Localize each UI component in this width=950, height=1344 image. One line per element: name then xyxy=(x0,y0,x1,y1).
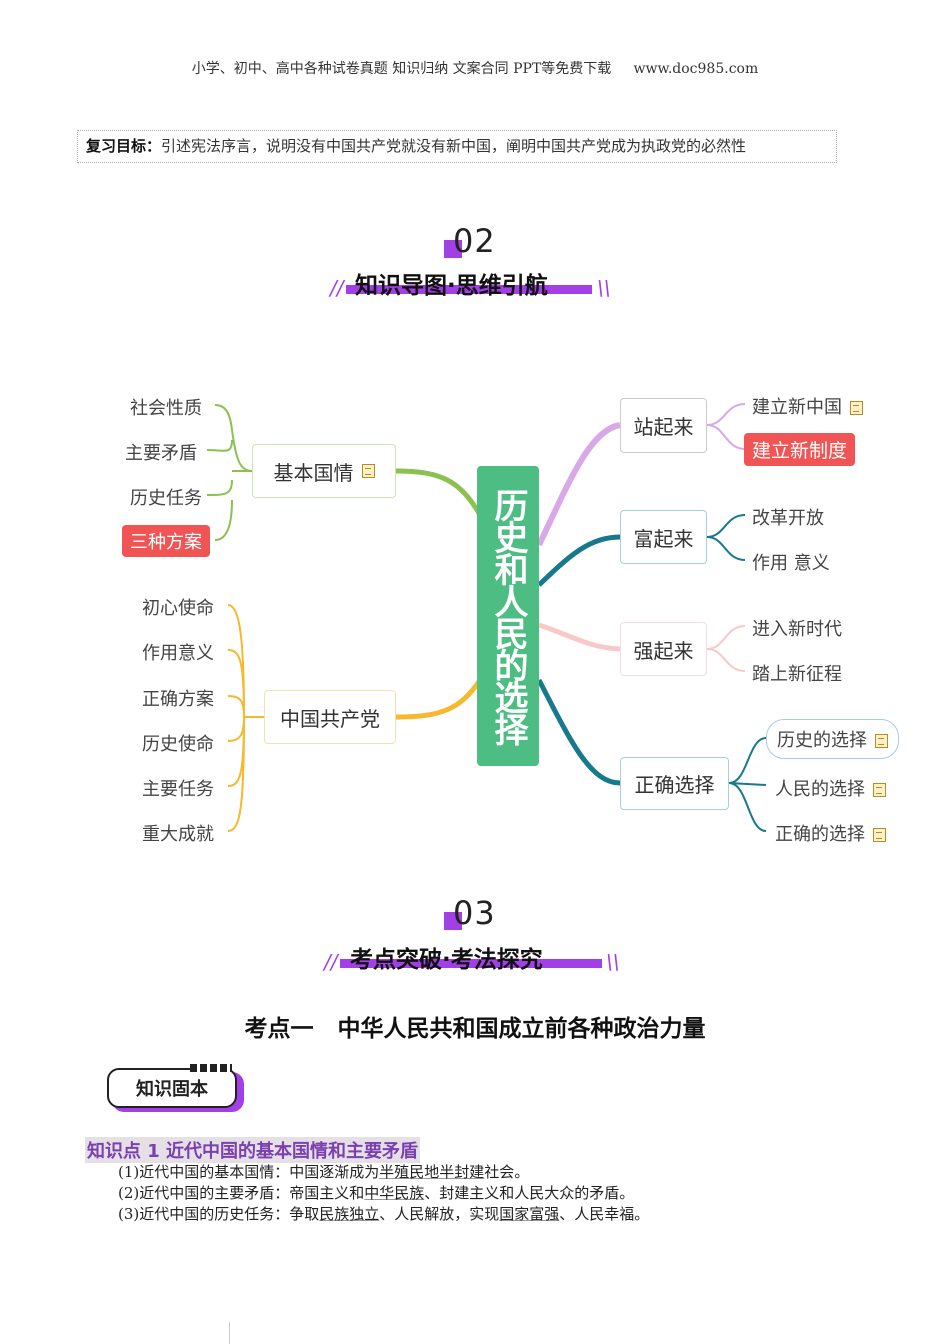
section-marker xyxy=(444,912,462,930)
leaf-item: 作用 意义 xyxy=(752,553,830,574)
node-get-strong: 强起来 xyxy=(620,622,707,676)
leaf-item: 建立新中国 xyxy=(752,393,863,419)
leaf-item: 主要矛盾 xyxy=(125,443,197,464)
node-label: 基本国情 xyxy=(273,460,354,485)
badge-binder-rings xyxy=(190,1064,232,1072)
section-number: 02 xyxy=(453,222,496,260)
key-term: 中华民族 xyxy=(364,1184,425,1202)
topic-heading: 考点一 中华人民共和国成立前各种政治力量 xyxy=(244,1016,706,1042)
cursor-line xyxy=(229,1322,230,1344)
note-icon[interactable] xyxy=(873,783,886,797)
header-url[interactable]: www.doc985.com xyxy=(633,61,759,77)
leaf-item: 作用意义 xyxy=(142,643,214,664)
section-title: 知识导图·思维引航 xyxy=(355,273,548,299)
note-icon[interactable] xyxy=(875,734,888,748)
slash-decoration: \\ xyxy=(606,950,620,974)
leaf-item-selected: 历史的选择 xyxy=(766,719,899,759)
leaf-item-highlight: 建立新制度 xyxy=(744,433,856,466)
leaf-item: 正确方案 xyxy=(142,689,214,710)
goal-text: 引述宪法序言，说明没有中国共产党就没有新中国，阐明中国共产党成为执政党的必然性 xyxy=(161,137,747,155)
key-term: 国家富强 xyxy=(499,1205,560,1223)
text: 、人民幸福。 xyxy=(559,1205,650,1223)
section-marker xyxy=(444,240,462,258)
text: (3)近代中国的历史任务：争取 xyxy=(118,1205,320,1223)
mindmap-center: 历史和人民的选择 xyxy=(477,466,539,766)
leaf-item: 主要任务 xyxy=(142,779,214,800)
leaf-item: 改革开放 xyxy=(752,508,824,529)
key-term: 民族独立 xyxy=(319,1205,380,1223)
title-underline xyxy=(340,959,602,968)
node-stand-up: 站起来 xyxy=(620,398,707,453)
node-get-rich: 富起来 xyxy=(620,510,707,564)
leaf-item: 人民的选择 xyxy=(775,775,886,801)
leaf-item-highlight: 三种方案 xyxy=(122,525,210,557)
leaf-item: 踏上新征程 xyxy=(752,664,842,685)
leaf-item: 社会性质 xyxy=(130,398,202,419)
review-goal: 复习目标：引述宪法序言，说明没有中国共产党就没有新中国，阐明中国共产党成为执政党… xyxy=(77,130,837,163)
text: 、人民解放，实现 xyxy=(379,1205,500,1223)
page-header: 小学、初中、高中各种试卷真题 知识归纳 文案合同 PPT等免费下载 www.do… xyxy=(0,58,950,78)
kp-line: (1)近代中国的基本国情：中国逐渐成为半殖民地半封建社会。 xyxy=(118,1161,529,1182)
slash-decoration: // xyxy=(330,276,344,300)
leaf-label: 正确的选择 xyxy=(775,824,865,845)
key-term: 半殖民地半封建 xyxy=(379,1163,485,1181)
note-icon[interactable] xyxy=(361,464,375,478)
section-number: 03 xyxy=(453,894,496,932)
node-basic-conditions: 基本国情 xyxy=(252,444,396,498)
node-cpc: 中国共产党 xyxy=(264,690,396,744)
note-icon[interactable] xyxy=(873,828,886,842)
text: (1)近代中国的基本国情：中国逐渐成为 xyxy=(118,1163,380,1181)
note-icon[interactable] xyxy=(850,401,863,415)
leaf-item: 历史任务 xyxy=(130,488,202,509)
leaf-label: 人民的选择 xyxy=(775,779,865,800)
leaf-item: 正确的选择 xyxy=(775,820,886,846)
title-underline xyxy=(346,285,592,294)
kp-line: (2)近代中国的主要矛盾：帝国主义和中华民族、封建主义和人民大众的矛盾。 xyxy=(118,1182,634,1203)
goal-label: 复习目标： xyxy=(86,137,162,155)
text: 社会。 xyxy=(484,1163,530,1181)
slash-decoration: // xyxy=(324,950,338,974)
leaf-label: 建立新中国 xyxy=(752,397,842,418)
mindmap-connectors xyxy=(206,403,767,832)
section-title: 考点突破·考法探究 xyxy=(350,947,543,973)
text: (2)近代中国的主要矛盾：帝国主义和 xyxy=(118,1184,365,1202)
leaf-item: 初心使命 xyxy=(142,598,214,619)
kp-line: (3)近代中国的历史任务：争取民族独立、人民解放，实现国家富强、人民幸福。 xyxy=(118,1203,649,1224)
leaf-item: 历史使命 xyxy=(142,734,214,755)
header-text: 小学、初中、高中各种试卷真题 知识归纳 文案合同 PPT等免费下载 xyxy=(191,61,612,77)
knowledge-point-title: 知识点 1 近代中国的基本国情和主要矛盾 xyxy=(85,1137,421,1163)
slash-decoration: \\ xyxy=(597,276,611,300)
leaf-item: 重大成就 xyxy=(142,824,214,845)
leaf-item: 进入新时代 xyxy=(752,619,842,640)
text: 、封建主义和人民大众的矛盾。 xyxy=(424,1184,635,1202)
node-right-choice: 正确选择 xyxy=(620,757,729,810)
leaf-label: 历史的选择 xyxy=(777,730,867,751)
section-badge: 知识固本 xyxy=(107,1068,237,1108)
